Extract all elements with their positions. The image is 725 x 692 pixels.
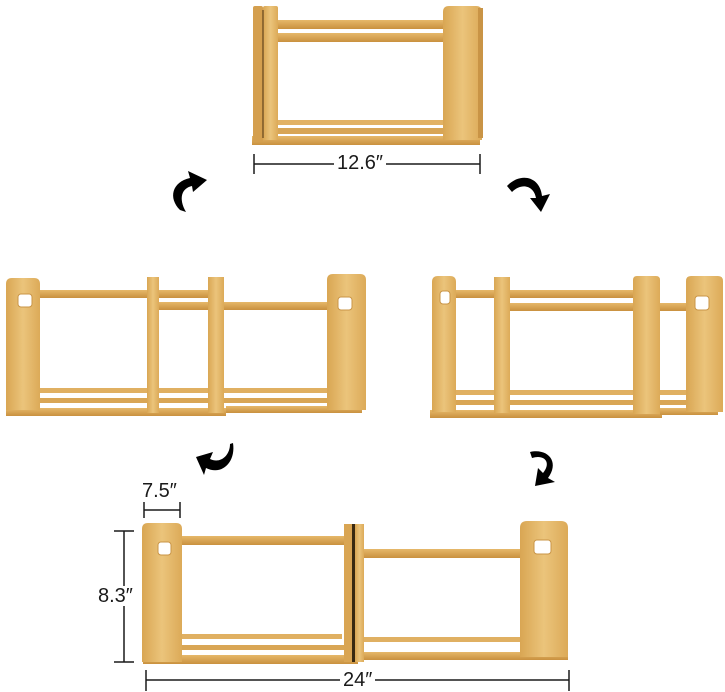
label-panel-depth: 7.5″ [142,480,177,502]
label-extended-width: 24″ [340,670,376,690]
label-collapsed-width: 12.6″ [334,153,387,173]
curved-arrow-bottom-right-icon [530,451,555,486]
curved-arrow-top-left-icon [173,171,207,212]
shelf-collapsed [252,6,483,145]
shelf-partly-extended-left [6,274,366,416]
label-height: 8.3″ [95,586,136,606]
curved-arrow-bottom-left-icon [196,443,234,475]
dimension-panel-depth [143,502,181,518]
shelf-partly-extended-right [430,276,723,418]
curved-arrow-top-right-icon [507,177,550,212]
shelf-fully-extended [142,521,568,664]
